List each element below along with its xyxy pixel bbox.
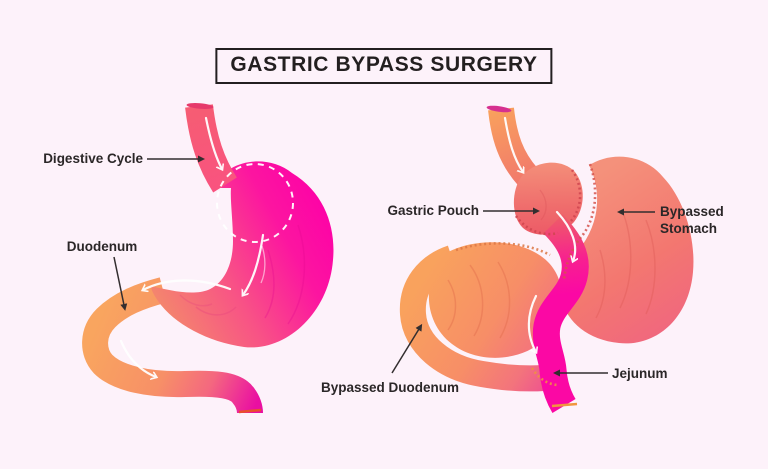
flow-arrow [555,210,575,261]
antrum-wrinkles [447,261,511,339]
staple-line-antrum-top [455,242,551,257]
label-jejunum: Jejunum [612,366,668,381]
stomach-wrinkles [179,224,306,325]
flow-arrows-right [503,116,575,352]
page-title-text: GASTRIC BYPASS SURGERY [230,53,538,76]
staple-line-pouch-bottom [514,215,559,236]
anastomosis-staple-line [530,367,558,387]
surgical-gap [574,151,598,247]
staple-line-remnant-left [562,163,597,281]
duodenum-cut-edge [238,408,262,414]
label-bypassed-stomach: Bypassed Stomach [660,203,724,237]
stomach-body [151,161,334,348]
esophagus-cut-edge [486,105,512,113]
flow-arrow [503,116,523,172]
figure-gastric-bypass [399,105,694,413]
flow-arrow [527,294,536,352]
label-gastric-pouch: Gastric Pouch [387,203,479,218]
esophagus-cut-edge [186,102,214,110]
flow-arrow [143,279,232,290]
bypassed-stomach-wrinkles [595,209,656,319]
page-title: GASTRIC BYPASS SURGERY [215,48,553,84]
leader-line-bypassed-duodenum [391,323,423,374]
bypassed-duodenum-shape [399,245,545,392]
gastric-pouch-shape [513,162,583,235]
label-bypassed-stomach-line1: Bypassed [660,204,724,219]
label-digestive-cycle: Digestive Cycle [43,151,143,166]
esophagus-shape [185,104,237,193]
label-bypassed-duodenum: Bypassed Duodenum [321,380,460,395]
leader-line-duodenum [113,256,128,311]
staple-lines [455,163,597,387]
pouch-wrinkle [539,189,547,221]
label-bypassed-stomach-line2: Stomach [660,221,718,236]
flow-arrow [119,339,156,377]
leader-lines [113,155,655,377]
figure-normal-stomach [82,102,334,414]
flow-arrow [243,233,265,295]
flow-arrows-left [119,116,265,377]
pouch-outline-dashed [216,163,294,243]
jejunum-cut-edge [551,402,578,408]
duodenum-shape [82,277,263,414]
label-duodenum: Duodenum [66,239,138,254]
flow-arrow [204,116,222,169]
